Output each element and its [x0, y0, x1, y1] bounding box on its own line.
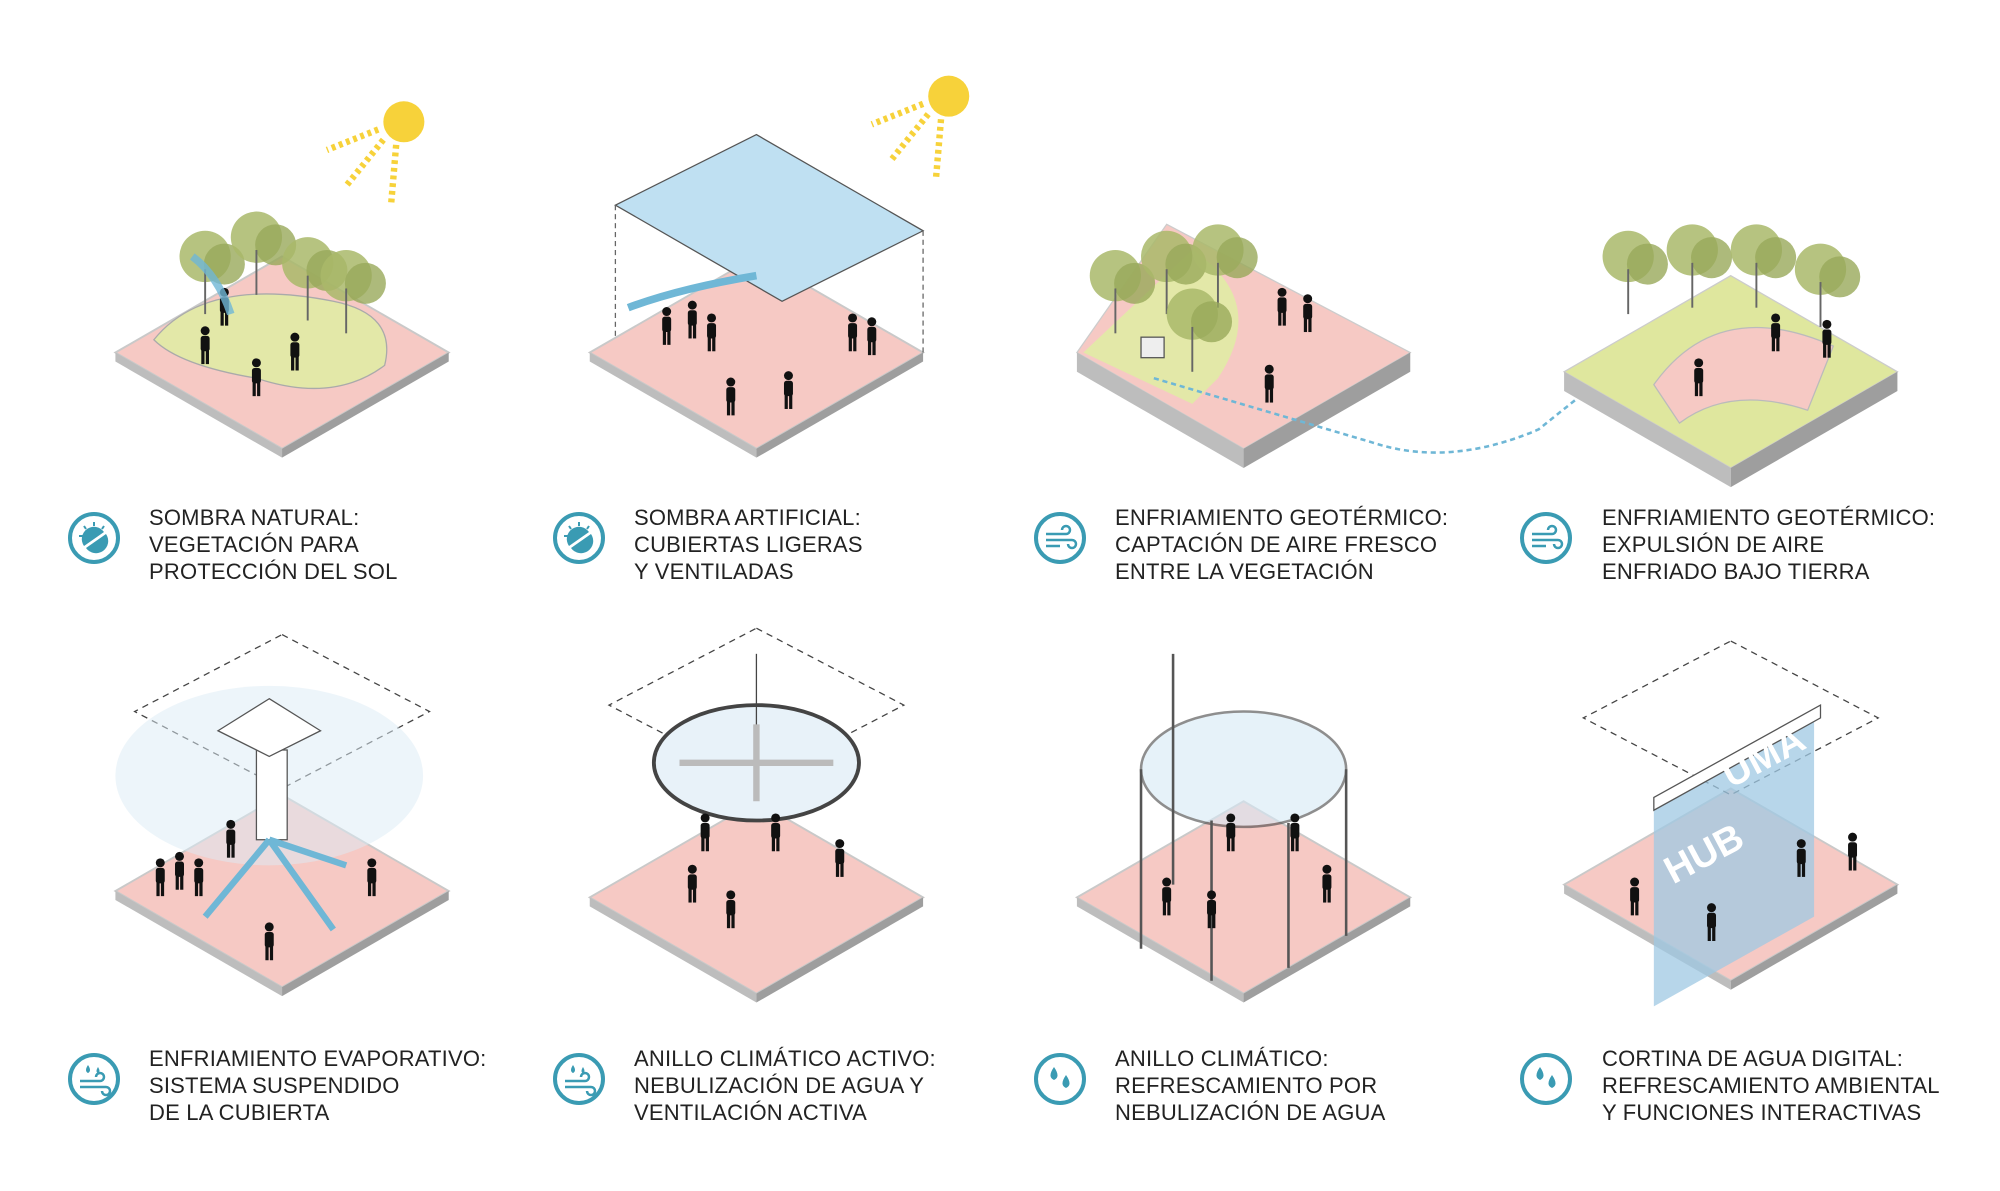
illustration-climate-ring-misting	[1075, 653, 1412, 1004]
caption-line: VENTILACIÓN ACTIVA	[634, 1100, 868, 1125]
illustration-geothermal-exhaust	[1562, 223, 1899, 488]
caption-line: REFRESCAMIENTO POR	[1115, 1073, 1378, 1098]
caption-line: SOMBRA ARTIFICIAL:	[634, 505, 861, 530]
caption-line: Y FUNCIONES INTERACTIVAS	[1602, 1100, 1922, 1125]
caption-line: CUBIERTAS LIGERAS	[634, 532, 863, 557]
caption-line: SOMBRA NATURAL:	[149, 505, 360, 530]
caption-line: NEBULIZACIÓN DE AGUA Y	[634, 1073, 925, 1098]
water-drops-icon	[1520, 1053, 1572, 1105]
illustration-active-climate-ring	[588, 627, 925, 1004]
caption-line: NEBULIZACIÓN DE AGUA	[1115, 1100, 1386, 1125]
caption-line: ENFRIAMIENTO GEOTÉRMICO:	[1115, 505, 1449, 530]
caption-line: ANILLO CLIMÁTICO:	[1115, 1046, 1329, 1071]
caption-line: ENFRIAMIENTO EVAPORATIVO:	[149, 1046, 487, 1071]
caption-line: ENFRIADO BAJO TIERRA	[1602, 559, 1870, 584]
water-wind-icon	[553, 1053, 605, 1105]
caption-line: VEGETACIÓN PARA	[149, 532, 360, 557]
illustration-artificial-shade	[588, 76, 969, 459]
caption-line: ENFRIAMIENTO GEOTÉRMICO:	[1602, 505, 1936, 530]
wind-icon	[1034, 512, 1086, 564]
sun-shade-icon	[553, 512, 605, 564]
caption-line: EXPULSIÓN DE AIRE	[1602, 532, 1825, 557]
caption-line: Y VENTILADAS	[634, 559, 794, 584]
caption-line: ANILLO CLIMÁTICO ACTIVO:	[634, 1046, 936, 1071]
caption-line: DE LA CUBIERTA	[149, 1100, 330, 1125]
caption-line: CAPTACIÓN DE AIRE FRESCO	[1115, 532, 1438, 557]
caption-line: PROTECCIÓN DEL SOL	[149, 559, 398, 584]
illustration-evaporative-cooling	[114, 633, 450, 998]
illustration-digital-water-curtain: UMA HUB	[1563, 640, 1899, 1007]
illustration-geothermal-intake	[1075, 223, 1668, 468]
caption-line: ENTRE LA VEGETACIÓN	[1115, 559, 1374, 584]
caption-line: CORTINA DE AGUA DIGITAL:	[1602, 1046, 1904, 1071]
caption-line: SISTEMA SUSPENDIDO	[149, 1073, 400, 1098]
caption-line: REFRESCAMIENTO AMBIENTAL	[1602, 1073, 1940, 1098]
sun-shade-icon	[68, 512, 120, 564]
water-drops-icon	[1034, 1053, 1086, 1105]
wind-icon	[1520, 512, 1572, 564]
illustration-natural-shade	[114, 101, 450, 459]
water-wind-icon	[68, 1053, 120, 1105]
